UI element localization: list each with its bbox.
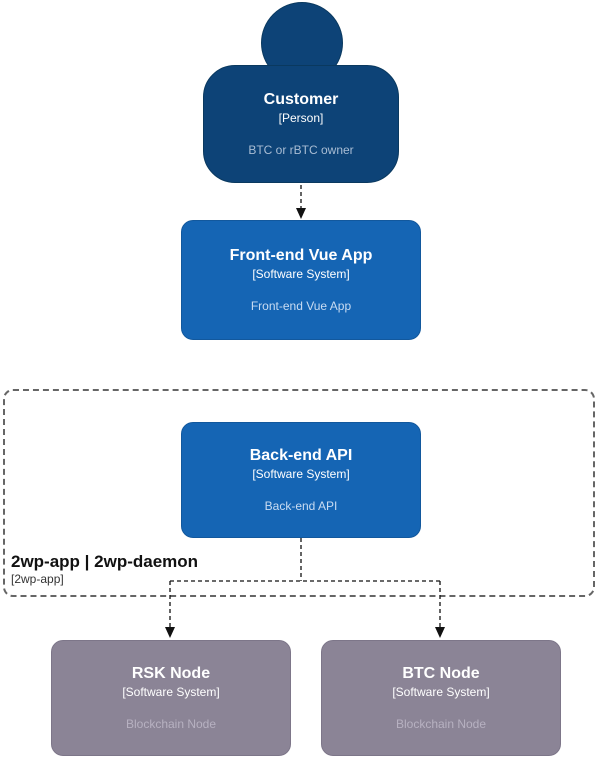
- node-frontend-vue-app[interactable]: Front-end Vue App [Software System] Fron…: [181, 220, 421, 340]
- node-meta: [Software System]: [252, 267, 350, 281]
- node-rsk-node[interactable]: RSK Node [Software System] Blockchain No…: [51, 640, 291, 756]
- boundary-meta: [2wp-app]: [11, 572, 64, 586]
- node-description: Blockchain Node: [125, 717, 217, 731]
- node-customer[interactable]: Customer [Person] BTC or rBTC owner: [203, 65, 399, 183]
- node-description: Blockchain Node: [395, 717, 487, 731]
- node-title: Customer: [263, 91, 339, 108]
- node-btc-node[interactable]: BTC Node [Software System] Blockchain No…: [321, 640, 561, 756]
- arrowhead-icon: [435, 627, 445, 638]
- node-title: Front-end Vue App: [229, 247, 373, 264]
- edge-customer-frontend: [296, 185, 306, 219]
- node-meta: [Software System]: [122, 685, 220, 699]
- boundary-2wp-app: [3, 389, 595, 597]
- node-description: Front-end Vue App: [250, 299, 352, 313]
- node-meta: [Software System]: [252, 467, 350, 481]
- node-title: RSK Node: [131, 665, 211, 682]
- node-description: Back-end API: [264, 499, 338, 513]
- boundary-label: 2wp-app | 2wp-daemon [2wp-app]: [11, 551, 198, 587]
- node-title: Back-end API: [249, 447, 353, 464]
- arrowhead-icon: [165, 627, 175, 638]
- node-title: BTC Node: [402, 665, 480, 682]
- node-meta: [Person]: [278, 111, 324, 125]
- node-backend-api[interactable]: Back-end API [Software System] Back-end …: [181, 422, 421, 538]
- boundary-title: 2wp-app | 2wp-daemon: [11, 552, 199, 571]
- node-description: BTC or rBTC owner: [248, 143, 354, 157]
- node-meta: [Software System]: [392, 685, 490, 699]
- arrowhead-icon: [296, 208, 306, 219]
